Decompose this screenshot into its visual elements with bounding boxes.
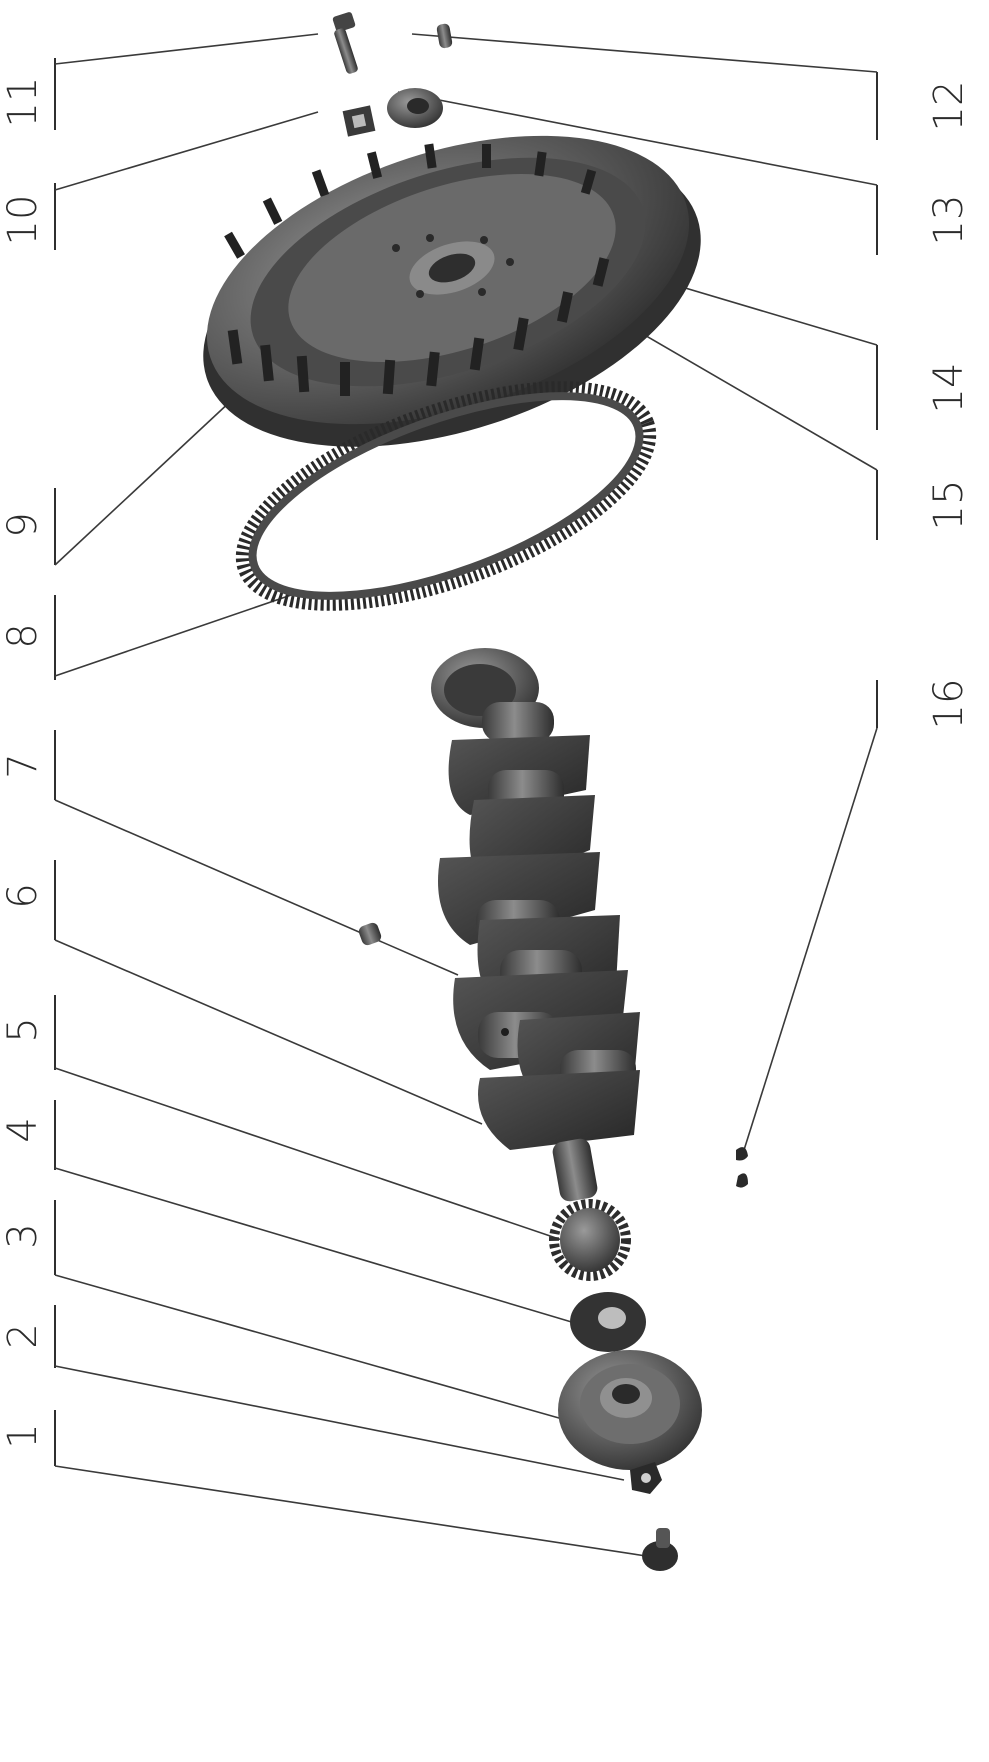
callout-9: 9 xyxy=(0,512,46,537)
dowel-icon xyxy=(436,23,453,49)
left-callout-group xyxy=(54,33,647,1557)
key-icon xyxy=(736,1147,748,1188)
flywheel-icon xyxy=(203,135,701,447)
washer-icon xyxy=(630,1462,662,1494)
callout-numbers: 11 10 9 8 7 6 5 4 3 2 1 12 13 14 15 16 xyxy=(0,77,972,1449)
callout-13: 13 xyxy=(926,195,972,246)
crankshaft-icon xyxy=(431,648,640,1202)
callout-7: 7 xyxy=(0,753,46,778)
callout-14: 14 xyxy=(926,363,972,414)
callout-15: 15 xyxy=(926,480,972,531)
callout-1: 1 xyxy=(0,1423,46,1448)
bush-icon xyxy=(387,88,443,128)
callout-5: 5 xyxy=(0,1017,46,1042)
bolt-icon xyxy=(332,12,358,74)
right-callout-group xyxy=(397,33,878,1151)
callout-8: 8 xyxy=(0,623,46,648)
callout-3: 3 xyxy=(0,1223,46,1248)
callout-10: 10 xyxy=(0,195,46,246)
plate-icon xyxy=(342,105,376,137)
callout-16: 16 xyxy=(926,679,972,730)
callout-12: 12 xyxy=(926,81,972,132)
nut-icon xyxy=(642,1528,678,1571)
callout-6: 6 xyxy=(0,883,46,908)
plug-icon xyxy=(358,922,382,946)
ring-gear-icon xyxy=(235,381,657,611)
callout-2: 2 xyxy=(0,1323,46,1348)
pulley-icon xyxy=(558,1350,702,1470)
gear-icon xyxy=(549,1199,631,1281)
callout-4: 4 xyxy=(0,1117,46,1142)
disc-icon xyxy=(570,1292,646,1352)
callout-11: 11 xyxy=(0,77,46,128)
